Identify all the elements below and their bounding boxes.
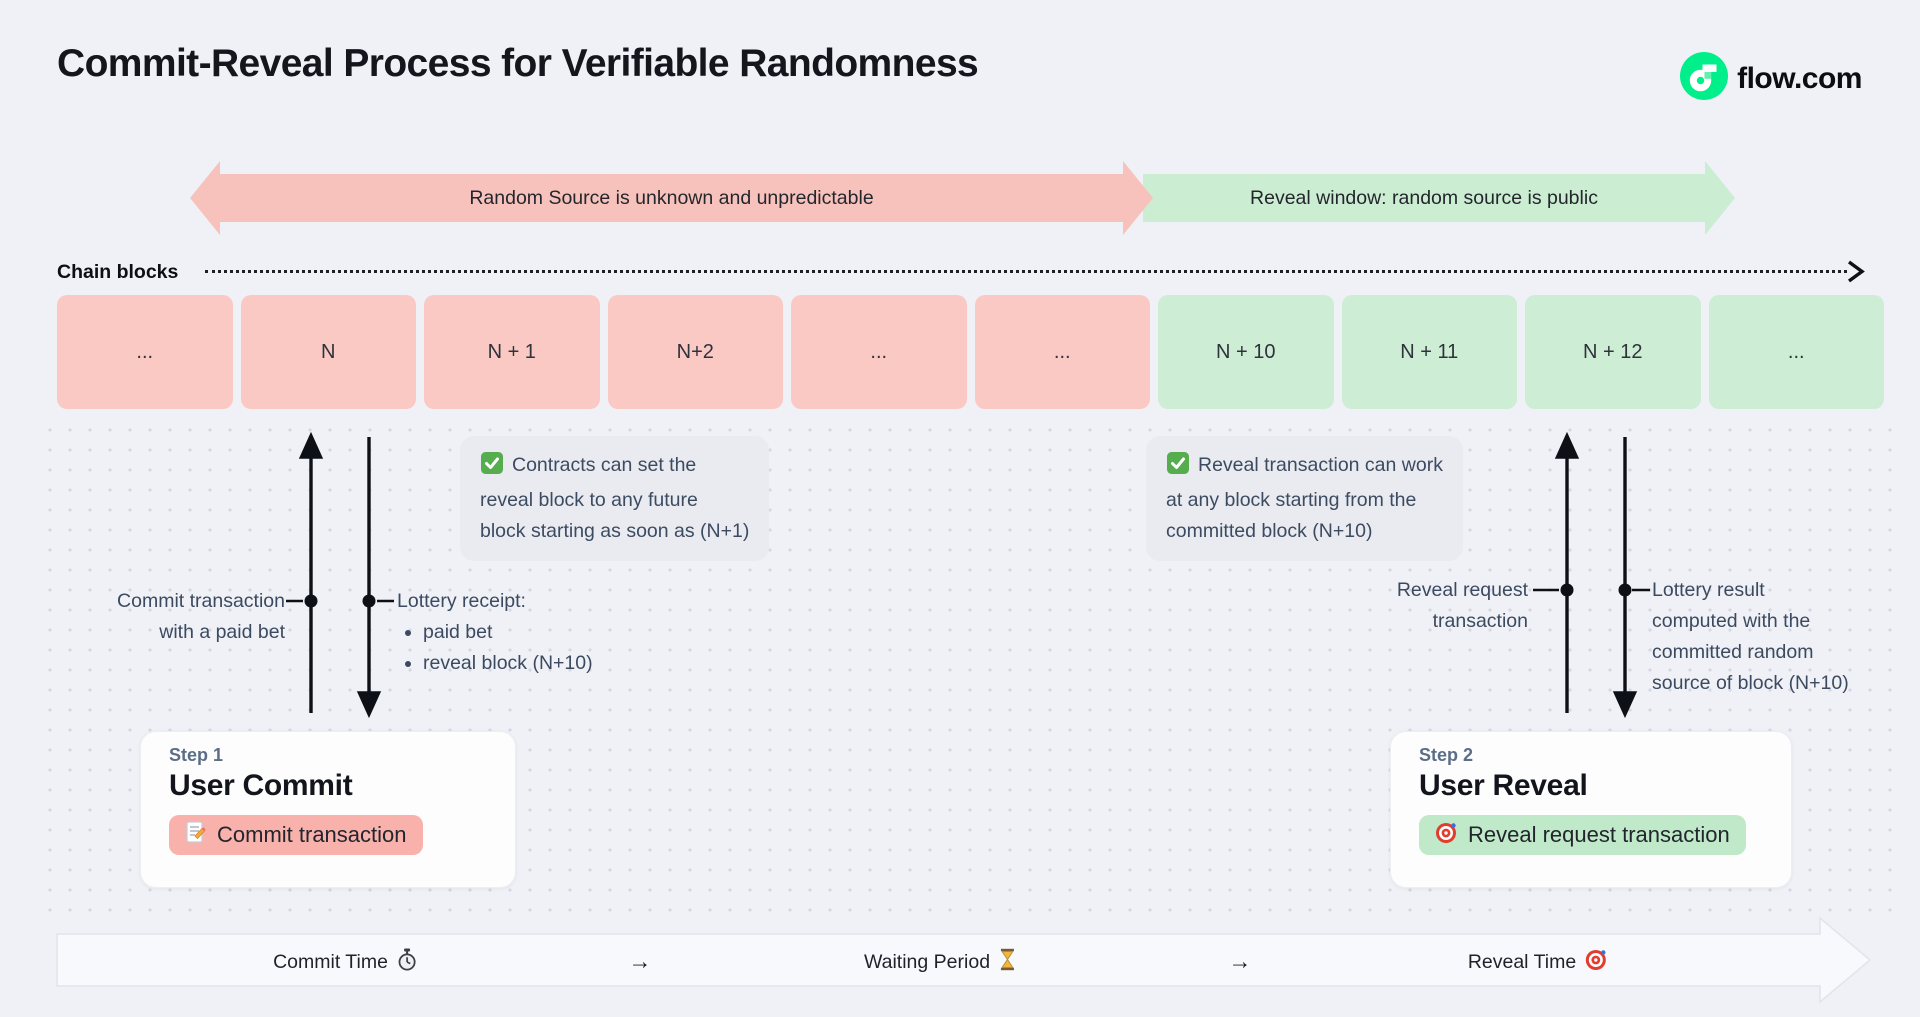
timeline-arrow-separator: → [1228, 948, 1252, 974]
receipt-bullet: paid bet [423, 617, 593, 648]
stopwatch-icon [397, 948, 417, 977]
reveal-note: Reveal transaction can work at any block… [1146, 436, 1463, 561]
chain-block: ... [974, 295, 1150, 409]
brand-link[interactable]: flow.com [1680, 52, 1862, 105]
step1-title: User Commit [169, 769, 353, 802]
timeline-arrow-separator: → [628, 948, 652, 974]
arrow-head-right-icon [1705, 161, 1735, 235]
commit-phase-label: Random Source is unknown and unpredictab… [469, 186, 874, 209]
chain-blocks-label: Chain blocks [57, 261, 179, 283]
chain-block: N + 10 [1158, 295, 1334, 409]
chain-block: ... [791, 295, 967, 409]
chain-block: N [240, 295, 416, 409]
receipt-bullet: reveal block (N+10) [423, 648, 593, 679]
chain-block: N + 1 [424, 295, 600, 409]
reveal-request-label: Reveal request transaction [1396, 579, 1528, 632]
step1-card: Step 1 User Commit Commit transaction [140, 731, 516, 888]
arrow-head-left-icon [190, 161, 220, 235]
chain-block: N+2 [607, 295, 783, 409]
target-icon [1435, 821, 1458, 850]
lottery-receipt-label: Lottery receipt: paid bet reveal block (… [397, 586, 593, 679]
commit-note: Contracts can set the reveal block to an… [460, 436, 770, 561]
step1-label: Step 1 [169, 745, 224, 765]
chain-blocks-row: ... N N + 1 N+2 ... ... N + 10 N + 11 N … [57, 295, 1884, 409]
reveal-phase-label: Reveal window: random source is public [1250, 186, 1598, 209]
lottery-result-label: Lottery result computed with the committ… [1652, 579, 1849, 694]
commit-transaction-label: Commit transaction with a paid bet [117, 590, 285, 643]
timeline-reveal-time: Reveal Time [1468, 948, 1608, 977]
reveal-phase-arrow: Reveal window: random source is public [1143, 161, 1735, 235]
commit-transaction-button[interactable]: Commit transaction [169, 815, 423, 855]
chain-block: ... [1708, 295, 1884, 409]
flow-logo-icon [1680, 52, 1729, 105]
chain-block: N + 11 [1341, 295, 1517, 409]
step2-card: Step 2 User Reveal Reveal request transa… [1390, 731, 1792, 888]
brand-name: flow.com [1737, 61, 1862, 95]
check-icon [1166, 451, 1190, 485]
timeline-commit-time: Commit Time [273, 948, 417, 977]
timeline-waiting-period: Waiting Period [864, 948, 1016, 977]
memo-icon [185, 820, 207, 850]
commit-phase-arrow: Random Source is unknown and unpredictab… [190, 161, 1153, 235]
arrow-head-right-icon [1123, 161, 1153, 235]
hourglass-icon [999, 948, 1016, 977]
check-icon [480, 451, 504, 485]
step2-title: User Reveal [1419, 769, 1588, 802]
chain-block: ... [57, 295, 233, 409]
chain-timeline-dotted-line [205, 270, 1847, 273]
step2-label: Step 2 [1419, 745, 1474, 765]
reveal-request-button[interactable]: Reveal request transaction [1419, 815, 1746, 855]
chain-block: N + 12 [1525, 295, 1701, 409]
page-title: Commit-Reveal Process for Verifiable Ran… [57, 42, 979, 85]
target-icon [1585, 948, 1608, 977]
